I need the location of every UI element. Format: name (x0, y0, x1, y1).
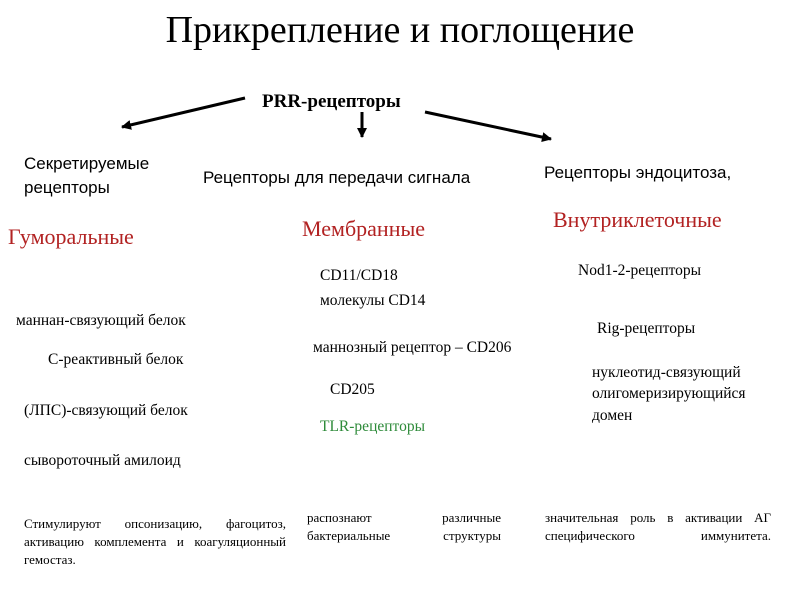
right-note: значительная роль в активации АГ специфи… (545, 510, 771, 543)
left-item-4: сывороточный амилоид (24, 452, 181, 469)
middle-note: распознают различные бактериальные струк… (307, 510, 501, 543)
category-membrane: Мембранные (302, 216, 426, 241)
middle-item-2: молекулы CD14 (320, 292, 426, 309)
prr-receptors-label: PRR-рецепторы (262, 91, 401, 112)
right-item-3: нуклеотид-связующий (592, 364, 741, 381)
left-header-line1: Секретируемые (24, 154, 150, 173)
arrow-right (424, 110, 552, 143)
right-header: Рецепторы эндоцитоза, (544, 163, 732, 182)
category-intracellular: Внутриклеточные (553, 207, 722, 232)
left-item-2: С-реактивный белок (48, 351, 184, 368)
right-item-1: Nod1-2-рецепторы (578, 262, 702, 279)
middle-item-1: CD11/CD18 (320, 267, 398, 284)
left-note: Стимулируют опсонизацию, фагоцитоз, акти… (24, 516, 286, 567)
left-header-line2: рецепторы (24, 178, 110, 197)
arrow-left (121, 96, 246, 130)
category-humoral: Гуморальные (8, 224, 134, 249)
left-item-3: (ЛПС)-связующий белок (24, 402, 188, 419)
page-title: Прикрепление и поглощение (165, 9, 635, 51)
right-item-4: олигомеризирующийся (592, 385, 746, 402)
middle-header: Рецепторы для передачи сигнала (203, 168, 471, 187)
right-item-2: Rig-рецепторы (597, 320, 696, 337)
left-item-1: маннан-связующий белок (16, 312, 186, 329)
right-item-5: домен (592, 407, 633, 424)
middle-item-3: маннозный рецептор – CD206 (313, 339, 512, 356)
middle-item-4: CD205 (330, 381, 375, 398)
middle-item-tlr: TLR-рецепторы (320, 418, 426, 435)
